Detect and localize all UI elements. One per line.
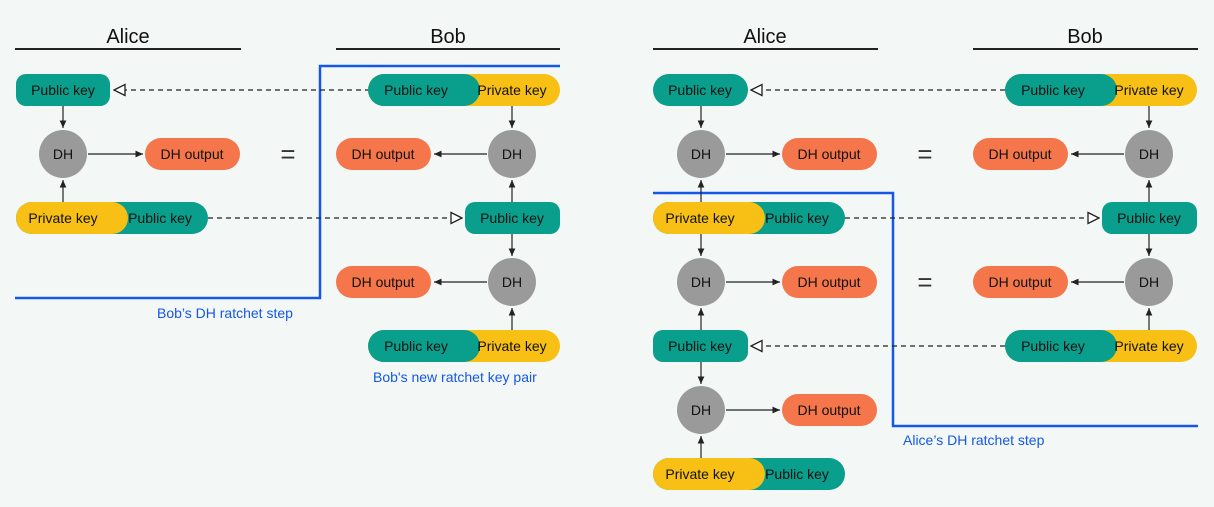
svg-text:Public key: Public key (1117, 210, 1181, 226)
r-alice-new-key-pair: Private key Public key (653, 458, 845, 490)
bob-header-right: Bob (1067, 26, 1103, 48)
r-alice-key-pair-1: Private key Public key (653, 202, 845, 234)
svg-text:Public key: Public key (31, 82, 95, 98)
bob-new-public-key-label: Public key (384, 338, 448, 354)
r-bob-public-key-label-1: Public key (1021, 82, 1085, 98)
alice-private-key-label: Private key (28, 210, 97, 226)
r-alice-dh-output-1: DH output (782, 138, 877, 170)
svg-text:DH: DH (691, 274, 711, 290)
equals-sign-right-2: = (917, 267, 932, 297)
svg-text:DH: DH (1139, 146, 1159, 162)
r-alice-public-key: Public key (653, 74, 748, 106)
r-bob-private-key-label-1: Private key (1114, 82, 1183, 98)
r-bob-received-public-key: Public key (1102, 202, 1197, 234)
svg-text:DH: DH (1139, 274, 1159, 290)
bob-dh-node-1: DH (488, 130, 536, 178)
right-panel: Alice Bob Alice’s DH ratchet step Publi (653, 26, 1198, 490)
svg-text:DH output: DH output (797, 146, 860, 162)
r-bob-dh-output-2: DH output (973, 266, 1068, 298)
bob-new-key-pair-caption: Bob's new ratchet key pair (373, 369, 537, 385)
r-bob-private-key-label-2: Private key (1114, 338, 1183, 354)
svg-text:DH: DH (502, 274, 522, 290)
svg-text:DH output: DH output (988, 274, 1051, 290)
svg-text:Public key: Public key (668, 82, 732, 98)
svg-text:DH output: DH output (160, 146, 223, 162)
r-alice-dh-output-2: DH output (782, 266, 877, 298)
r-bob-dh-node-2: DH (1125, 258, 1173, 306)
svg-text:DH output: DH output (797, 402, 860, 418)
svg-text:DH output: DH output (351, 146, 414, 162)
bob-new-key-pair: Public key Private key (368, 330, 560, 362)
r-alice-public-key-label-1: Public key (765, 210, 829, 226)
r-alice-dh-output-3: DH output (782, 394, 877, 426)
r-alice-new-public-key-label: Public key (765, 466, 829, 482)
r-bob-key-pair-1: Public key Private key (1005, 74, 1197, 106)
alice-key-pair: Private key Public key (16, 202, 208, 234)
svg-text:DH: DH (502, 146, 522, 162)
alice-public-key: Public key (16, 74, 110, 106)
bob-dh-node-2: DH (488, 258, 536, 306)
alice-ratchet-step-caption: Alice’s DH ratchet step (903, 432, 1045, 448)
bob-ratchet-step-boundary (15, 64, 560, 300)
r-alice-received-public-key: Public key (653, 330, 748, 362)
svg-text:DH output: DH output (988, 146, 1051, 162)
r-alice-dh-node-2: DH (677, 258, 725, 306)
r-alice-dh-node-3: DH (677, 386, 725, 434)
r-alice-private-key-label-1: Private key (665, 210, 734, 226)
alice-public-key-label: Public key (128, 210, 192, 226)
alice-dh-output: DH output (145, 138, 240, 170)
bob-new-private-key-label: Private key (477, 338, 546, 354)
equals-sign: = (280, 139, 295, 169)
alice-ratchet-step-boundary (653, 191, 1198, 428)
r-bob-dh-node-1: DH (1125, 130, 1173, 178)
bob-received-public-key: Public key (465, 202, 560, 234)
bob-private-key-label: Private key (477, 82, 546, 98)
bob-key-pair-top: Public key Private key (368, 74, 560, 106)
svg-text:Public key: Public key (480, 210, 544, 226)
alice-dh-node: DH (39, 130, 87, 178)
bob-dh-output-2: DH output (336, 266, 431, 298)
r-alice-new-private-key-label: Private key (665, 466, 734, 482)
bob-dh-output-1: DH output (336, 138, 431, 170)
r-bob-dh-output-1: DH output (973, 138, 1068, 170)
bob-ratchet-step-caption: Bob’s DH ratchet step (157, 305, 293, 321)
svg-text:Public key: Public key (668, 338, 732, 354)
bob-header: Bob (430, 26, 466, 48)
r-bob-public-key-label-2: Public key (1021, 338, 1085, 354)
bob-public-key-label: Public key (384, 82, 448, 98)
svg-text:DH output: DH output (351, 274, 414, 290)
svg-text:DH: DH (691, 146, 711, 162)
svg-text:DH: DH (691, 402, 711, 418)
alice-header: Alice (106, 26, 149, 48)
left-panel: Alice Bob Bob’s DH ratchet step Public k… (15, 26, 560, 385)
alice-header-right: Alice (743, 26, 786, 48)
equals-sign-right-1: = (917, 139, 932, 169)
svg-text:DH output: DH output (797, 274, 860, 290)
r-bob-key-pair-2: Public key Private key (1005, 330, 1197, 362)
svg-text:DH: DH (53, 146, 73, 162)
r-alice-dh-node-1: DH (677, 130, 725, 178)
